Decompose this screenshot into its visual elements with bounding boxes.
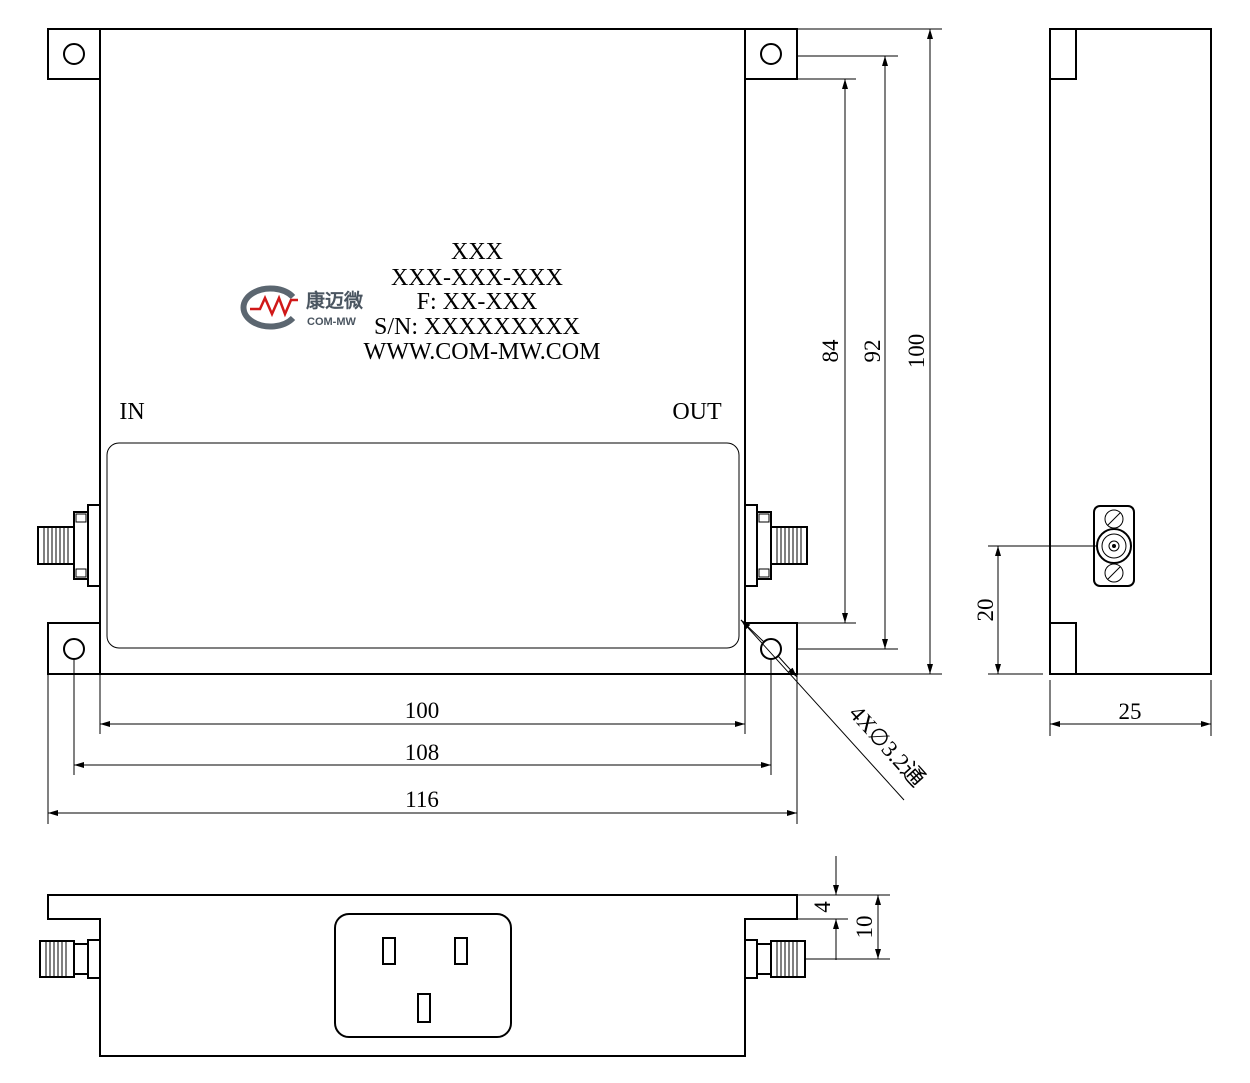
- sma-connector-icon: [39, 939, 101, 979]
- dimension-20: 20: [973, 599, 998, 622]
- logo-english-name: COM-MW: [307, 316, 356, 328]
- output-port-label: OUT: [672, 399, 722, 425]
- front-dimensions: 84 92 100 100 108 116 4X∅3.2通: [47, 28, 942, 824]
- side-body-outline: [1049, 28, 1212, 675]
- model-text: XXX: [451, 239, 503, 265]
- sma-connector-icon: [744, 504, 808, 587]
- front-view: 康迈微 COM-MW XXX XXX-XXX-XXX F: XX-XXX S/N…: [37, 28, 808, 675]
- frequency-text: F: XX-XXX: [417, 289, 538, 315]
- dimension-116: 116: [405, 787, 439, 812]
- logo-mark: [250, 294, 298, 318]
- logo-ring: [240, 285, 296, 330]
- bottom-view: 4 10: [39, 856, 890, 1057]
- dimension-10: 10: [852, 916, 877, 939]
- dimension-84: 84: [818, 339, 843, 363]
- sma-connector-icon: [744, 939, 806, 979]
- dimension-100-vertical: 100: [904, 334, 929, 369]
- part-number-text: XXX-XXX-XXX: [391, 265, 563, 291]
- sma-connector-icon: [1093, 505, 1135, 587]
- mounting-hole-icon: [760, 43, 782, 65]
- side-view: 20 25: [973, 28, 1212, 736]
- hole-callout-leader: [740, 619, 905, 801]
- company-logo-icon: 康迈微 COM-MW: [240, 285, 364, 330]
- dimension-4: 4: [810, 901, 835, 913]
- dimension-108: 108: [405, 740, 440, 765]
- sma-connector-icon: [37, 504, 101, 587]
- input-port-label: IN: [119, 399, 144, 425]
- mounting-hole-icon: [63, 638, 85, 660]
- dimension-25: 25: [1119, 699, 1142, 724]
- dimension-92: 92: [860, 340, 885, 363]
- logo-chinese-name: 康迈微: [306, 289, 364, 312]
- front-body-outline: [99, 28, 746, 675]
- power-socket-icon: [334, 913, 512, 1038]
- bottom-body-outline: [47, 894, 798, 1057]
- cover-plate: [106, 442, 740, 649]
- mounting-tab-top-left: [47, 28, 101, 80]
- mounting-hole-icon: [63, 43, 85, 65]
- hole-callout: 4X∅3.2通: [844, 701, 929, 792]
- website-text: WWW.COM-MW.COM: [364, 339, 601, 365]
- dimension-100: 100: [405, 698, 440, 723]
- mounting-tab-top-right: [744, 28, 798, 80]
- serial-text: S/N: XXXXXXXXX: [374, 314, 580, 340]
